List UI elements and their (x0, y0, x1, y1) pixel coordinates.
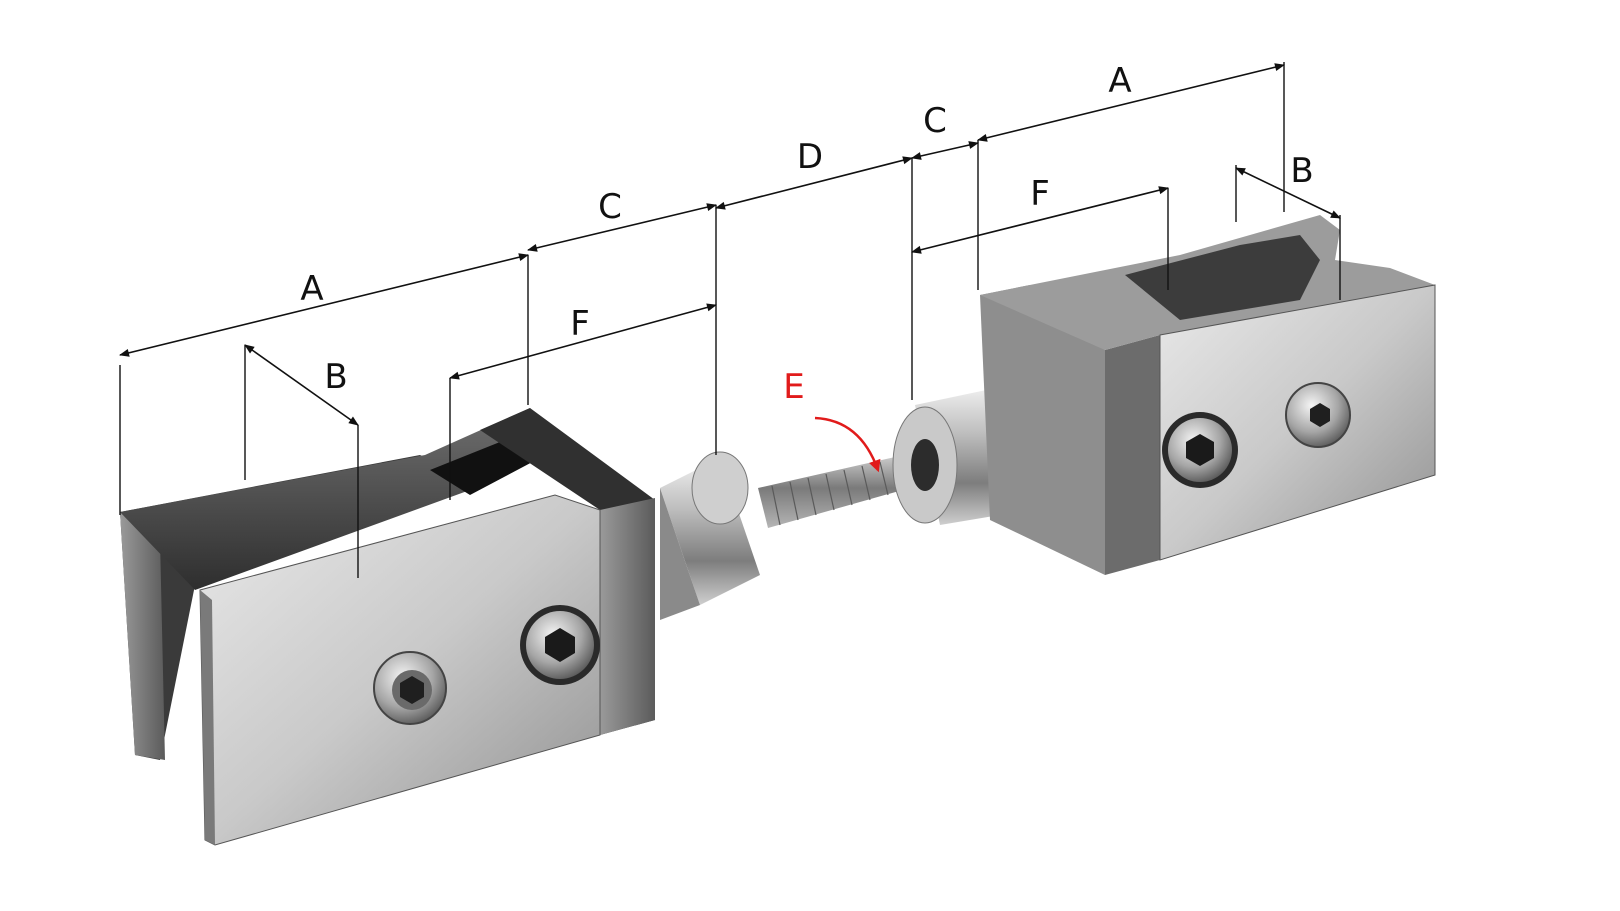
label-d: D (797, 137, 823, 177)
left-sleeve (660, 451, 760, 620)
label-e: E (783, 367, 804, 407)
left-screw-large (520, 605, 600, 685)
label-right-c: C (923, 101, 947, 141)
left-screw-small (373, 651, 447, 725)
right-screw-large (1162, 412, 1238, 488)
label-right-a: A (1108, 61, 1131, 101)
label-left-f: F (570, 304, 590, 344)
dimension-lines (119, 62, 1341, 578)
right-screw-small (1285, 382, 1351, 448)
label-left-c: C (598, 187, 622, 227)
right-clamp (892, 215, 1436, 575)
left-clamp (120, 408, 760, 846)
label-right-f: F (1030, 174, 1050, 214)
label-left-a: A (300, 269, 323, 309)
dimension-labels: A B C F D E C A B F (300, 61, 1313, 407)
label-right-b: B (1290, 151, 1313, 191)
label-left-b: B (324, 357, 347, 397)
e-arrow (814, 416, 881, 473)
